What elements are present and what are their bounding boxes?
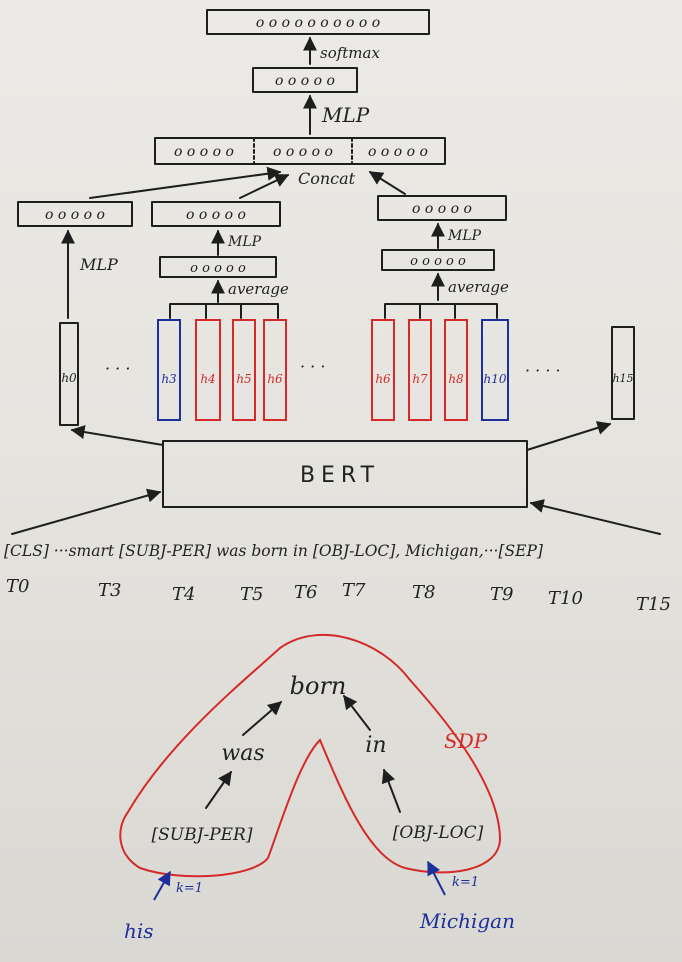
token-row: T0 T3 T4 T5 T6 T7 T8 T9 T10 T15 [6, 576, 671, 615]
token: T3 [98, 580, 121, 601]
input-to-bert-arrow-left [11, 488, 162, 535]
concat-arrow-mid [239, 174, 290, 199]
tree-node-in: in [365, 733, 386, 758]
michigan-arrow [427, 860, 446, 896]
concat-part-1: o o o o o [174, 144, 234, 160]
token: T9 [490, 584, 513, 605]
mlp-top-vector-box [252, 67, 358, 93]
average-right-label: average [448, 278, 509, 296]
hidden-label-h15: h15 [612, 372, 633, 385]
hidden-state-h10 [481, 319, 509, 421]
hidden-label-h6: h6 [267, 372, 283, 386]
output-vector: o o o o o o o o o o [256, 15, 380, 31]
obj-vector-box [377, 195, 507, 221]
concat-part-2: o o o o o [273, 144, 333, 160]
token: T10 [548, 588, 583, 609]
word-his: his [124, 919, 154, 943]
subj-pool-vector-box [159, 256, 277, 278]
hidden-label-h6b: h6 [375, 372, 391, 386]
hidden-label-h4: h4 [200, 372, 215, 386]
hidden-state-h3 [157, 319, 181, 421]
hidden-state-h5 [232, 319, 256, 421]
concat-label: Concat [298, 169, 356, 188]
hidden-state-h7 [408, 319, 432, 421]
token: T5 [240, 584, 263, 605]
concat-part-3: o o o o o [368, 144, 428, 160]
hidden-dots-2: · · · [300, 357, 325, 376]
output-vector-box [206, 9, 430, 35]
input-sentence: [CLS] ···smart [SUBJ-PER] was born in [O… [4, 542, 544, 560]
mlp-right-label: MLP [447, 228, 482, 244]
mlp-top-vector: o o o o o [275, 73, 335, 89]
token: T0 [6, 576, 29, 597]
input-to-bert-arrow-right [529, 499, 661, 535]
token: T8 [412, 582, 435, 603]
mlp-top-label: MLP [321, 103, 370, 127]
softmax-label: softmax [320, 44, 380, 62]
hidden-label-h0: h0 [61, 371, 77, 385]
word-michigan: Michigan [419, 909, 515, 933]
hidden-state-h15 [611, 326, 635, 420]
hidden-state-h8 [444, 319, 468, 421]
token: T4 [172, 584, 195, 605]
hidden-label-h10: h10 [484, 372, 507, 386]
bert-encoder-box [162, 440, 528, 508]
hidden-state-h6 [263, 319, 287, 421]
left-k-label: k=1 [176, 881, 203, 896]
average-right-bracket [384, 303, 498, 319]
bert-to-h15-arrow [526, 421, 612, 451]
tree-root: born [290, 672, 347, 700]
hidden-label-h7: h7 [412, 372, 428, 386]
hidden-state-h0 [59, 322, 79, 426]
hidden-label-h3: h3 [161, 372, 177, 386]
cls-vector: o o o o o [45, 207, 105, 223]
concat-vector-box [154, 137, 446, 165]
obj-pool-vector-box [381, 249, 495, 271]
hidden-label-h5: h5 [236, 372, 251, 386]
tree-leaf-subj: [SUBJ-PER] [152, 825, 253, 845]
mlp-mid-label: MLP [227, 234, 262, 250]
token: T7 [342, 580, 366, 601]
hidden-state-h4 [195, 319, 221, 421]
hidden-label-h8: h8 [448, 372, 464, 386]
obj-vector: o o o o o [412, 201, 472, 217]
average-mid-label: average [228, 280, 289, 298]
token: T6 [294, 582, 317, 603]
obj-pool-vector: o o o o o [410, 254, 466, 269]
bert-label: BERT [300, 463, 380, 488]
token: T15 [636, 594, 671, 615]
bert-to-h0-arrow [70, 425, 164, 446]
average-mid-bracket [169, 303, 279, 319]
concat-arrow-right [368, 171, 406, 195]
cls-vector-box [17, 201, 133, 227]
subj-pool-vector: o o o o o [190, 261, 246, 276]
sdp-boundary [119, 633, 502, 878]
sdp-label: SDP [444, 729, 488, 753]
tree-edge-in-born [343, 694, 371, 731]
subj-vector: o o o o o [186, 207, 246, 223]
right-k-label: k=1 [452, 875, 479, 890]
hidden-dots-1: · · · [105, 359, 130, 378]
tree-leaf-obj: [OBJ-LOC] [393, 823, 484, 843]
hidden-dots-3: · · · · [525, 361, 561, 380]
subj-vector-box [151, 201, 281, 227]
hidden-state-h6b [371, 319, 395, 421]
tree-edge-was-born [242, 701, 283, 736]
tree-node-was: was [221, 741, 264, 766]
concat-arrow-left [89, 166, 282, 199]
tree-edge-obj-in [381, 768, 401, 813]
his-arrow [153, 870, 171, 901]
mlp-left-label: MLP [79, 255, 118, 274]
tree-edge-subj-was [205, 770, 232, 809]
